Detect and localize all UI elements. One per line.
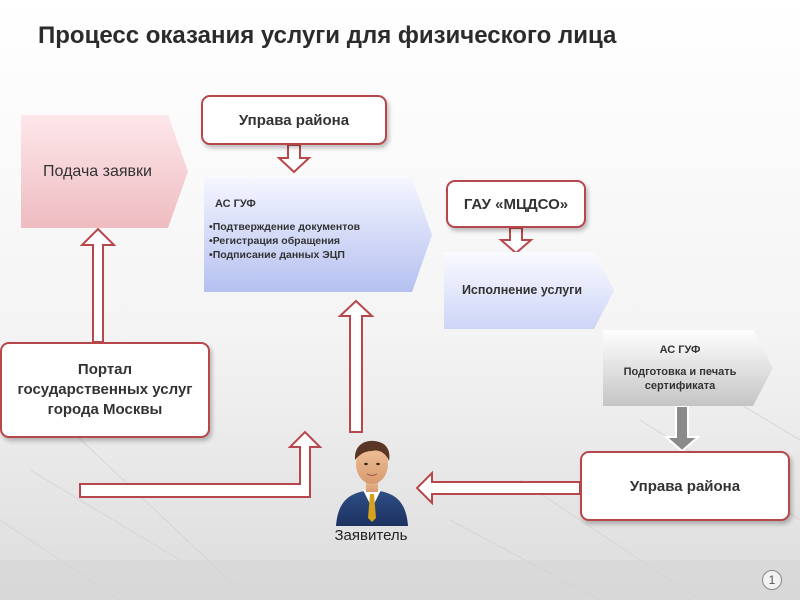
as-guf-item: Регистрация обращения [209,234,360,248]
ispolnenie-uslugi-box: Исполнение услуги [444,252,614,329]
uprava-rayona-bottom-label: Управа района [629,477,741,495]
as-guf-item: Подтверждение документов [209,220,360,234]
as-guf-item: Подписание данных ЭЦП [209,248,360,262]
podacha-zayavki-label: Подача заявки [43,162,152,180]
portal-gosuslug-box: Портал государственных услуг города Моск… [0,342,210,438]
uprava-rayona-bottom-box: Управа района [580,451,790,521]
as-guf-certificate-box: АС ГУФ Подготовка и печать сертификата [603,330,773,406]
podacha-zayavki-box: Подача заявки [21,115,188,228]
as-guf-2-header: АС ГУФ [659,344,701,356]
ispolnenie-uslugi-label: Исполнение услуги [461,283,583,297]
zayavitel-label: Заявитель [334,527,408,544]
gau-mcdso-box: ГАУ «МЦДСО» [446,180,586,228]
uprava-rayona-top-box: Управа района [201,95,387,145]
arrow-gau-to-ispolnenie [498,227,534,255]
page-number: 1 [768,573,776,587]
portal-gosuslug-label: Портал государственных услуг города Моск… [17,361,193,418]
person-icon [336,440,408,526]
arrow-uprava-to-asguf [276,144,312,174]
as-guf-items: Подтверждение документов Регистрация обр… [209,220,360,262]
page-title: Процесс оказания услуги для физического … [38,22,617,49]
arrow-uprava-to-applicant [415,470,581,506]
gau-mcdso-label: ГАУ «МЦДСО» [463,195,569,213]
as-guf-2-text: Подготовка и печать сертификата [623,366,737,392]
arrow-portal-to-podacha [79,227,117,343]
as-guf-header: АС ГУФ [215,198,256,210]
as-guf-processing-box: АС ГУФ Подтверждение документов Регистра… [204,178,432,292]
uprava-rayona-top-label: Управа района [238,111,350,129]
arrow-applicant-to-asguf [337,299,375,433]
arrow-applicant-to-portal [79,430,323,498]
arrow-asguf2-to-uprava [663,405,701,453]
page-number-icon: 1 [762,570,782,590]
